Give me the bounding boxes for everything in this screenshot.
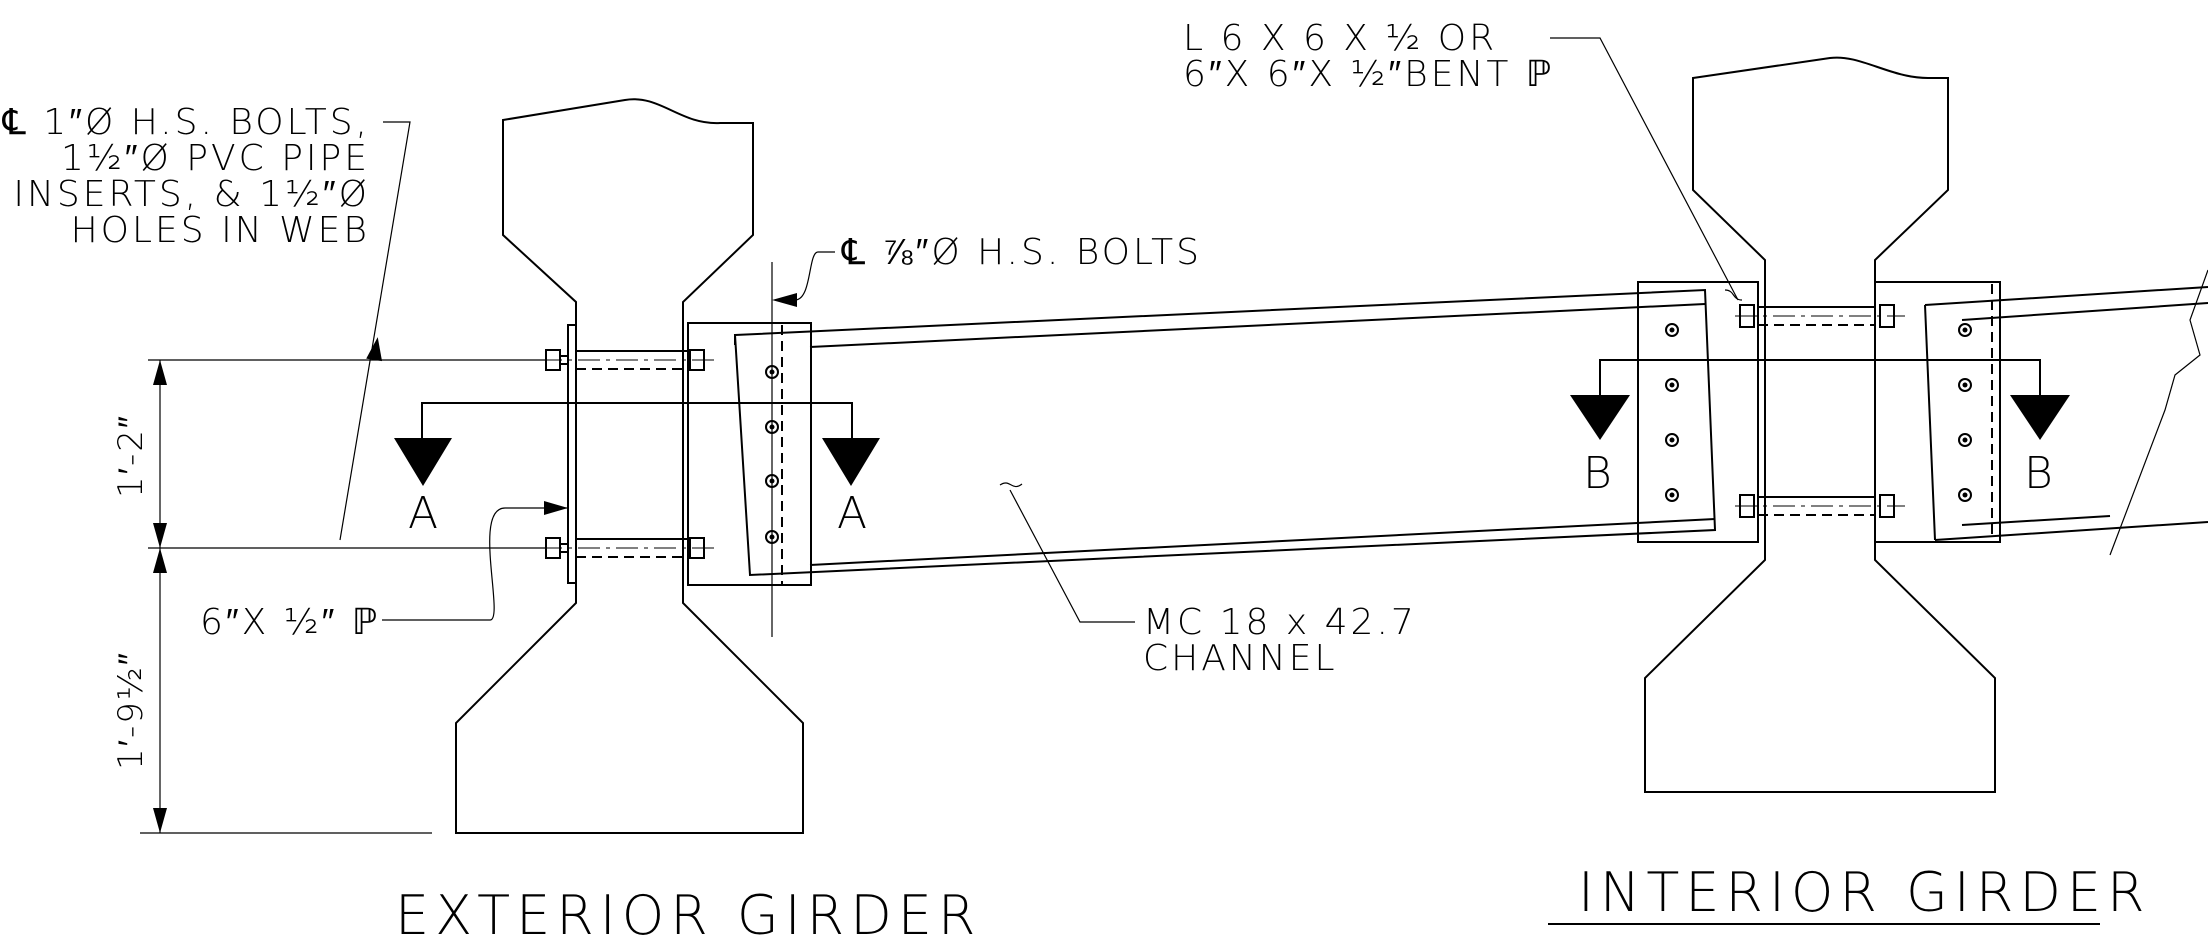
dimension-lower: 1′-9½″	[111, 651, 151, 770]
exterior-girder	[455, 98, 812, 834]
section-a-left-arrow	[394, 438, 452, 486]
channel-top-flange-line	[809, 303, 1706, 348]
section-b-right-label: B	[2024, 448, 2053, 499]
label-channel: MC 18 x 42.7 CHANNEL	[1143, 602, 1417, 679]
label-angle-line-1: L 6 X 6 X ½ OR	[1183, 18, 1497, 59]
interior-right-angle-bolts	[1958, 323, 1972, 502]
exterior-connection-angle	[687, 322, 812, 586]
interior-girder	[1637, 56, 2001, 793]
section-b-cut: B B	[1570, 359, 2070, 499]
label-plate: 6″X ½″ ℙ	[200, 602, 380, 643]
section-a-right-arrow	[822, 438, 880, 486]
section-b-left-arrow	[1570, 395, 1630, 440]
mc-channel	[733, 269, 2208, 577]
exterior-girder-top-flange	[455, 98, 804, 834]
label-1in-bolts-line-2: 1½″Ø PVC PIPE	[61, 138, 370, 179]
channel-bottom-flange-line	[809, 518, 1716, 566]
label-1in-bolts-line-3: INSERTS, & 1½″Ø	[13, 174, 370, 215]
label-angle: L 6 X 6 X ½ OR 6″X 6″X ½″BENT ℙ	[1183, 18, 1554, 95]
label-channel-line-1: MC 18 x 42.7	[1143, 602, 1417, 643]
interior-lower-through-bolt	[1735, 494, 1905, 518]
exterior-girder-title: EXTERIOR GIRDER	[395, 884, 981, 947]
interior-right-angle	[1874, 281, 2001, 543]
exterior-title-group: EXTERIOR GIRDER	[395, 884, 981, 947]
exterior-lower-through-bolt	[540, 537, 720, 559]
channel-break-line	[2109, 269, 2208, 556]
channel-outline	[733, 288, 1717, 577]
interior-girder-outline	[1644, 56, 1996, 793]
label-1in-bolts-line-4: HOLES IN WEB	[71, 210, 370, 251]
interior-girder-title: INTERIOR GIRDER	[1578, 861, 2151, 924]
interior-upper-through-bolt	[1735, 304, 1905, 328]
label-78-bolts: ℄ ⅞″Ø H.S. BOLTS	[841, 232, 1202, 273]
dimension-lines: 1′-2″ 1′-9½″	[111, 359, 546, 834]
section-b-right-arrow	[2010, 395, 2070, 440]
exterior-plate	[567, 324, 577, 584]
interior-title-group: INTERIOR GIRDER	[1548, 861, 2151, 925]
section-b-left-label: B	[1583, 448, 1612, 499]
label-channel-line-2: CHANNEL	[1143, 638, 1338, 679]
interior-left-angle-bolts	[1665, 323, 1679, 502]
section-a-cut: A A	[394, 402, 880, 539]
section-a-left-label: A	[408, 488, 438, 539]
section-a-right-label: A	[837, 488, 867, 539]
label-1in-bolts: ℄ 1″Ø H.S. BOLTS, 1½″Ø PVC PIPE INSERTS,…	[2, 102, 370, 251]
channel-right-segment	[1924, 286, 2208, 541]
leader-lines	[339, 37, 1743, 623]
dimension-upper: 1′-2″	[111, 414, 151, 498]
exterior-upper-through-bolt	[540, 349, 720, 371]
label-1in-bolts-line-1: ℄ 1″Ø H.S. BOLTS,	[2, 102, 370, 143]
label-angle-line-2: 6″X 6″X ½″BENT ℙ	[1183, 54, 1554, 95]
